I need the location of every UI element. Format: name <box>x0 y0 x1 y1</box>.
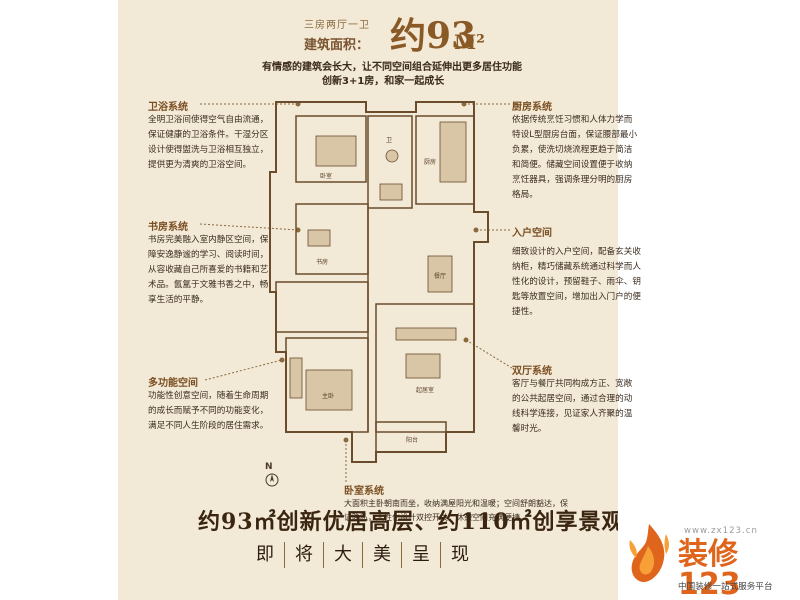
section-title: 双厅系统 <box>512 366 552 377</box>
section-study: 书房系统 书房完美融入室内静区空间，保 障安逸静谧的学习、阅读时间， 从容收藏自… <box>148 218 272 308</box>
north-label: N <box>265 462 273 472</box>
coming-soon-row: 即 将 大 美 呈 现 <box>246 542 479 568</box>
section-title: 厨房系统 <box>512 102 552 113</box>
section-body: 细致设计的入户空间，配备玄关收 纳柜，精巧储藏系统通过科学而人 性化的设计，预留… <box>512 245 650 320</box>
section-body: 书房完美融入室内静区空间，保 障安逸静谧的学习、阅读时间， 从容收藏自己所喜爱的… <box>148 233 272 308</box>
section-body: 功能性创意空间，随着生命周期 的成长而赋予不同的功能变化， 满足不同人生阶段的居… <box>148 389 272 434</box>
text-line: 匙等放置空间，增加出入门户的便 <box>512 292 641 302</box>
section-body: 全明卫浴间使得空气自由流通， 保证健康的卫浴条件。干湿分区 设计使得盥洗与卫浴相… <box>148 113 272 173</box>
coming-char: 呈 <box>402 542 441 568</box>
north-arrow: N <box>265 462 279 491</box>
bottom-banner: 约93㎡创新优居高层、约110㎡创享景观高层 即 将 大 美 呈 现 <box>118 500 670 600</box>
text-line: 大面积主卧朝南而坐，收纳满屋阳光和温暖；空间舒朗豁达，保 <box>344 499 568 508</box>
section-body: 客厅与餐厅共同构成方正、宽敞 的公共起居空间，通过合理的动 线科学连接，见证家人… <box>512 377 644 437</box>
room-label-balcony: 阳台 <box>406 436 418 444</box>
text-line: 负累，使洗切烧流程更趋于简洁 <box>512 145 633 155</box>
text-line: 特设L型厨房台面，保证腰部最小 <box>512 130 638 140</box>
text-line: 证隐私，人性化设计双控开关，休憩空间充满便捷。 <box>344 513 528 522</box>
text-line: 纳柜，精巧储藏系统通过科学而人 <box>512 262 641 272</box>
text-line: 提供更为清爽的卫浴空间。 <box>148 160 252 170</box>
text-line: 书房完美融入室内静区空间，保 <box>148 235 269 245</box>
section-body: 大面积主卧朝南而坐，收纳满屋阳光和温暖；空间舒朗豁达，保 证隐私，人性化设计双控… <box>344 497 608 525</box>
slogan-line-2: 创新3+1房，和家一起成长 <box>322 76 445 87</box>
room-label-bathroom: 卫 <box>386 137 392 144</box>
logo-name-num: 123 <box>678 567 741 600</box>
section-body: 依据传统烹饪习惯和人体力学而 特设L型厨房台面，保证腰部最小 负累，使洗切烧流程… <box>512 113 644 203</box>
coming-char: 将 <box>285 542 324 568</box>
text-line: 烹饪器具，强调条理分明的厨房 <box>512 175 633 185</box>
room-label-bedroom: 卧室 <box>320 172 332 180</box>
room-label-study: 书房 <box>316 258 328 266</box>
layout-tag: 三房两厅一卫 <box>304 20 370 31</box>
room-label-living: 起居室 <box>416 386 434 394</box>
logo-wordmark: 装修123 <box>678 540 800 600</box>
room-label-kitchen: 厨房 <box>424 158 436 166</box>
text-line: 术品。氤氲于文雅书香之中，畅 <box>148 280 269 290</box>
section-entrance: 入户空间 细致设计的入户空间，配备玄关收 纳柜，精巧储藏系统通过科学而人 性化的… <box>512 224 650 320</box>
section-title: 卫浴系统 <box>148 102 188 113</box>
text-line: 从容收藏自己所喜爱的书籍和艺 <box>148 265 269 275</box>
section-bathroom: 卫浴系统 全明卫浴间使得空气自由流通， 保证健康的卫浴条件。干湿分区 设计使得盥… <box>148 98 272 173</box>
flame-logo-icon <box>629 524 669 582</box>
headline: 约93㎡创新优居高层、约110㎡创享景观高层 <box>198 509 671 535</box>
room-label-dining: 餐厅 <box>434 272 446 280</box>
zx123-logo[interactable]: www.zx123.cn 装修123 中国装修一站式服务平台 <box>618 496 800 600</box>
section-title: 书房系统 <box>148 222 188 233</box>
text-line: 和简便。储藏空间设置便于收纳 <box>512 160 633 170</box>
section-title: 入户空间 <box>512 228 552 239</box>
text-line: 障安逸静谧的学习、阅读时间， <box>148 250 269 260</box>
header: 三房两厅一卫 建筑面积： 约93 M² <box>232 8 552 98</box>
coming-char: 大 <box>324 542 363 568</box>
logo-tagline: 中国装修一站式服务平台 <box>678 582 773 592</box>
text-line: 客厅与餐厅共同构成方正、宽敞 <box>512 379 633 389</box>
coming-char: 现 <box>451 544 469 565</box>
text-line: 线科学连接，见证家人齐聚的温 <box>512 409 633 419</box>
section-living: 双厅系统 客厅与餐厅共同构成方正、宽敞 的公共起居空间，通过合理的动 线科学连接… <box>512 362 644 437</box>
text-line: 设计使得盥洗与卫浴相互独立， <box>148 145 269 155</box>
floor-plan: 卧室 卫 厨房 书房 餐厅 起居室 主卧 阳台 <box>269 101 489 463</box>
text-line: 依据传统烹饪习惯和人体力学而 <box>512 115 633 125</box>
area-label: 建筑面积： <box>304 38 370 53</box>
text-line: 馨时光。 <box>512 424 547 434</box>
text-line: 的公共起居空间，通过合理的动 <box>512 394 633 404</box>
section-kitchen: 厨房系统 依据传统烹饪习惯和人体力学而 特设L型厨房台面，保证腰部最小 负累，使… <box>512 98 644 203</box>
text-line: 全明卫浴间使得空气自由流通， <box>148 115 269 125</box>
section-multi: 多功能空间 功能性创意空间，随着生命周期 的成长而赋予不同的功能变化， 满足不同… <box>148 374 272 434</box>
text-line: 享生活的平静。 <box>148 295 209 305</box>
section-bedroom: 卧室系统 大面积主卧朝南而坐，收纳满屋阳光和温暖；空间舒朗豁达，保 证隐私，人性… <box>344 482 608 525</box>
section-title: 多功能空间 <box>148 378 198 389</box>
text-line: 保证健康的卫浴条件。干湿分区 <box>148 130 269 140</box>
logo-name-cn: 装修 <box>678 537 738 572</box>
coming-char: 美 <box>363 542 402 568</box>
coming-char: 即 <box>246 542 285 568</box>
text-line: 的成长而赋予不同的功能变化， <box>148 406 269 416</box>
text-line: 满足不同人生阶段的居住需求。 <box>148 421 269 431</box>
text-line: 性化的设计，预留鞋子、雨伞、钥 <box>512 277 641 287</box>
text-line: 功能性创意空间，随着生命周期 <box>148 391 269 401</box>
section-title: 卧室系统 <box>344 486 384 497</box>
area-unit: M² <box>454 30 485 54</box>
compass-icon <box>265 473 279 487</box>
text-line: 捷性。 <box>512 307 538 317</box>
text-line: 格局。 <box>512 190 538 200</box>
room-label-master: 主卧 <box>322 392 334 400</box>
text-line: 细致设计的入户空间，配备玄关收 <box>512 247 641 257</box>
logo-url: www.zx123.cn <box>684 526 758 536</box>
area-value: 约93 <box>390 15 477 57</box>
slogan-line-1: 有情感的建筑会长大，让不同空间组合延伸出更多居住功能 <box>262 62 522 73</box>
